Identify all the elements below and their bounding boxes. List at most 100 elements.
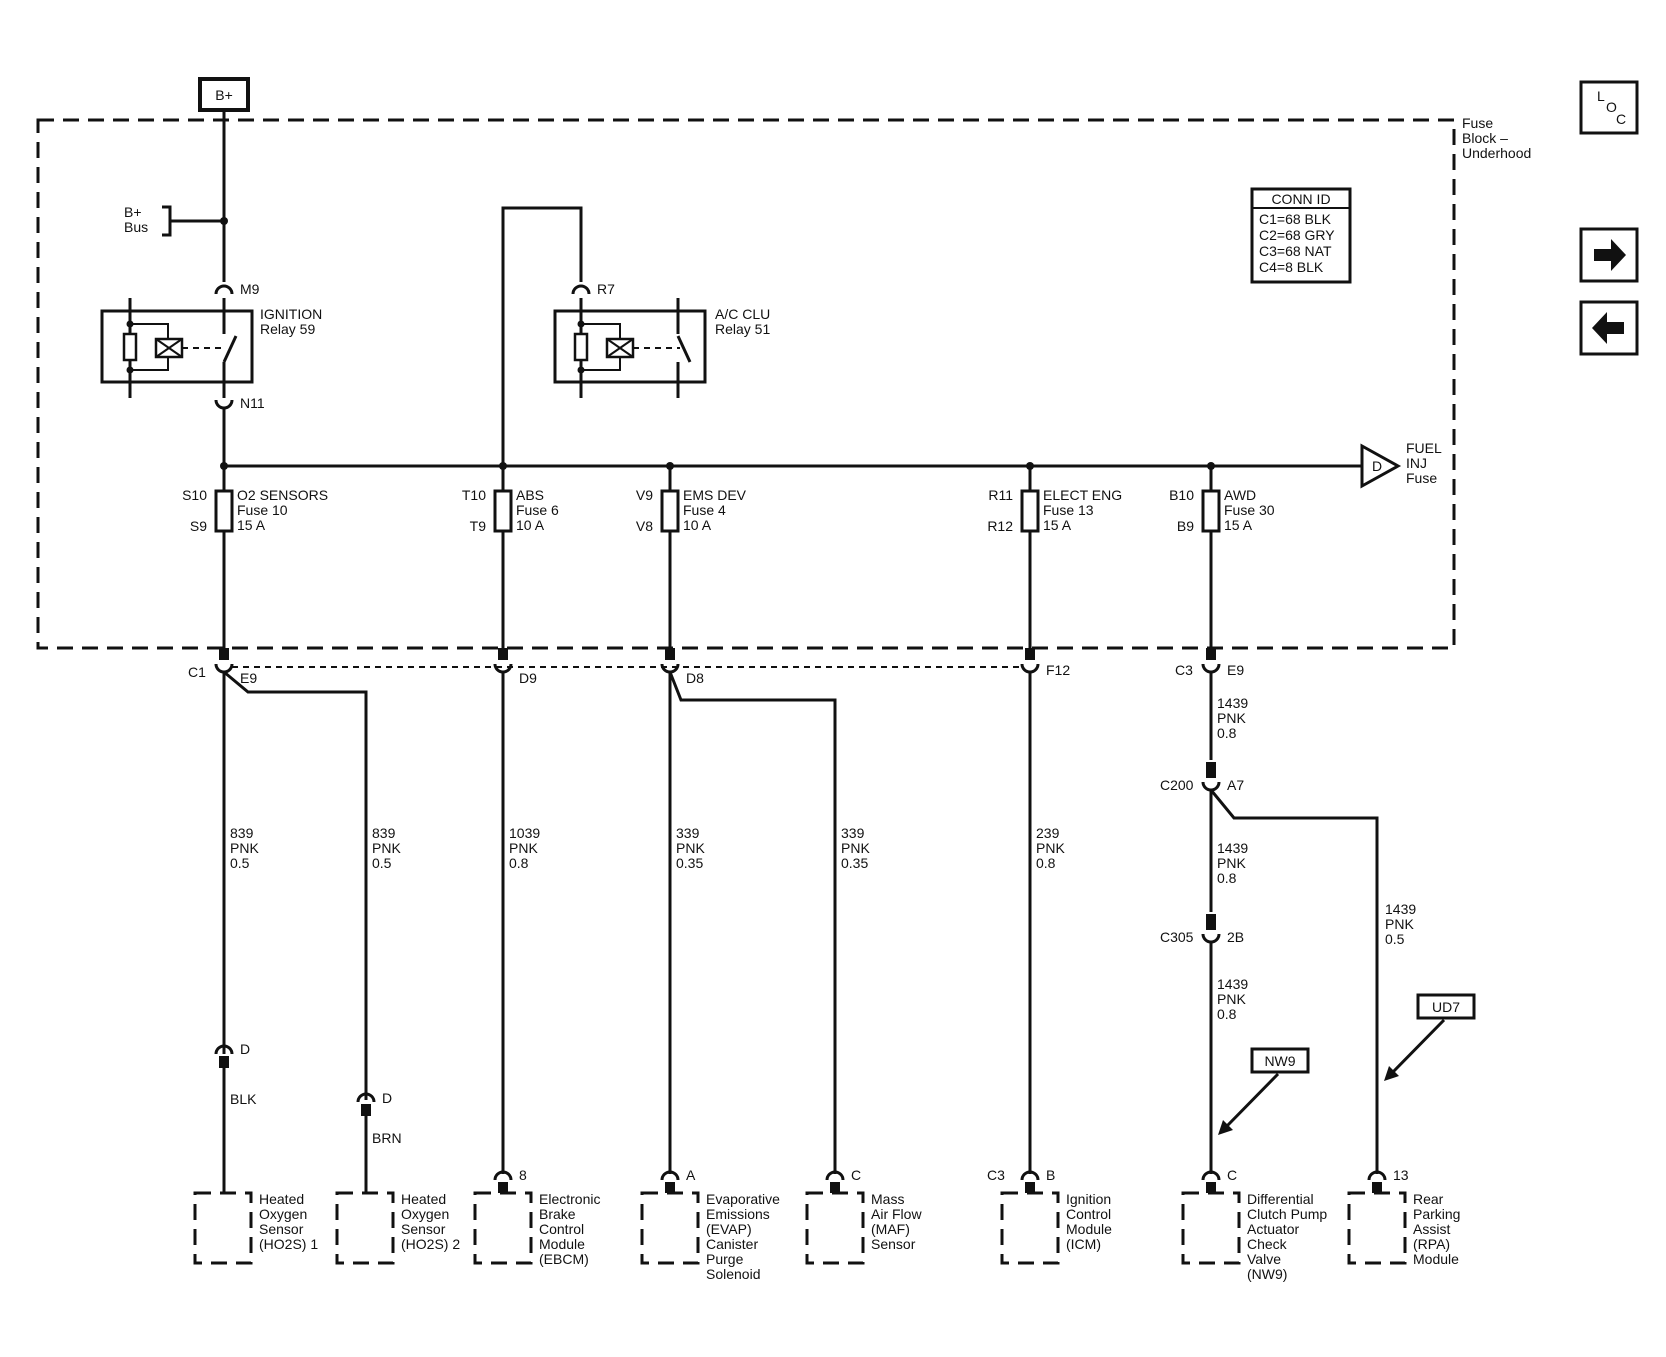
pin-label: A bbox=[686, 1167, 696, 1183]
fuel-inj-label-2: INJ bbox=[1406, 455, 1427, 471]
pin-label: C bbox=[851, 1167, 861, 1183]
fuse-name: ELECT ENG bbox=[1043, 487, 1122, 503]
ac-relay-name: A/C CLU bbox=[715, 306, 770, 322]
wire-label-awd-top: 1439 PNK 0.8 bbox=[1217, 695, 1248, 741]
component-evap: A Evaporative Emissions (EVAP) Canister … bbox=[640, 1167, 780, 1282]
component-label-line: Module bbox=[1066, 1221, 1112, 1237]
bplus-bus-bracket bbox=[162, 205, 172, 237]
next-page-button[interactable] bbox=[1579, 227, 1639, 283]
wire-color: PNK bbox=[841, 840, 870, 856]
component-label-line: Sensor bbox=[871, 1236, 916, 1252]
wire-label-awd-low: 1439 PNK 0.8 bbox=[1217, 976, 1248, 1022]
wire-color: PNK bbox=[1036, 840, 1065, 856]
ground-wire-color: BRN bbox=[372, 1130, 402, 1146]
wire-ho2s2 bbox=[223, 670, 368, 1100]
ac-relay-feed-wire bbox=[501, 206, 583, 466]
fuse-block-label-line3: Underhood bbox=[1462, 145, 1531, 161]
ac-relay-resistor-icon bbox=[573, 332, 589, 362]
fuse-name: AWD bbox=[1224, 487, 1256, 503]
component-label-line: (EBCM) bbox=[539, 1251, 589, 1267]
component-label-line: Check bbox=[1247, 1236, 1288, 1252]
wire-gauge: 0.8 bbox=[1217, 870, 1237, 886]
fuse-rating: 15 A bbox=[237, 517, 266, 533]
conn-pin: D9 bbox=[519, 670, 537, 686]
previous-page-button[interactable] bbox=[1579, 300, 1639, 356]
fuse-block-boundary bbox=[36, 118, 1456, 650]
ho2s1-pin-d: D BLK bbox=[214, 1041, 257, 1193]
wire-color: PNK bbox=[1217, 855, 1246, 871]
bplus-bus-splice bbox=[220, 217, 228, 225]
location-button[interactable]: L O C bbox=[1579, 80, 1639, 135]
wire-circuit: 1439 bbox=[1217, 695, 1248, 711]
ignition-relay-pin-n11-icon bbox=[214, 399, 234, 410]
fuse-awd: B10 B9 AWD Fuse 30 15 A bbox=[1169, 466, 1275, 648]
fuel-inj-pin: D bbox=[1372, 458, 1382, 474]
wire-label-ebcm: 1039 PNK 0.8 bbox=[509, 825, 540, 871]
component-rpa-module: 13 Rear Parking Assist (RPA) Module bbox=[1347, 1167, 1460, 1267]
pin-label: D bbox=[240, 1041, 250, 1057]
conn-pin: 2B bbox=[1227, 929, 1244, 945]
ignition-relay-pin-n11: N11 bbox=[240, 395, 265, 411]
wire-label-evap: 339 PNK 0.35 bbox=[676, 825, 705, 871]
fuse-pin-in: R11 bbox=[988, 487, 1013, 503]
bplus-label: B+ bbox=[215, 87, 233, 103]
wire-color: PNK bbox=[230, 840, 259, 856]
wire-circuit: 1039 bbox=[509, 825, 540, 841]
wire-gauge: 0.5 bbox=[372, 855, 392, 871]
fuse-pin-in: B10 bbox=[1169, 487, 1194, 503]
fuse-block-label-line2: Block – bbox=[1462, 130, 1508, 146]
fuse-pin-out: V8 bbox=[636, 518, 653, 534]
fuse-pin-out: T9 bbox=[470, 518, 487, 534]
component-label-line: (EVAP) bbox=[706, 1221, 752, 1237]
fuse-number: Fuse 6 bbox=[516, 502, 559, 518]
connector-c305: C305 2B bbox=[1160, 914, 1244, 945]
component-label-line: Assist bbox=[1413, 1221, 1450, 1237]
component-maf: C Mass Air Flow (MAF) Sensor bbox=[805, 1167, 922, 1265]
component-clutch-pump-valve: C Differential Clutch Pump Actuator Chec… bbox=[1181, 1167, 1327, 1282]
conn-pin: E9 bbox=[1227, 662, 1244, 678]
wire-label-ho2s2: 839 PNK 0.5 bbox=[372, 825, 401, 871]
conn-label: C3 bbox=[1175, 662, 1193, 678]
fuse-pin-in: T10 bbox=[462, 487, 486, 503]
conn-label: C200 bbox=[1160, 777, 1194, 793]
component-label-line: Sensor bbox=[401, 1221, 446, 1237]
component-label-line: Differential bbox=[1247, 1191, 1314, 1207]
wire-label-rpa: 1439 PNK 0.5 bbox=[1385, 901, 1416, 947]
fuse-rating: 15 A bbox=[1224, 517, 1253, 533]
fuel-inj-arrow-icon bbox=[1360, 443, 1402, 489]
fuse-elect-eng: R11 R12 ELECT ENG Fuse 13 15 A bbox=[987, 466, 1122, 648]
ignition-relay-pin-m9-icon bbox=[214, 284, 234, 295]
ac-relay-sub: Relay 51 bbox=[715, 321, 770, 337]
component-ho2s1: Heated Oxygen Sensor (HO2S) 1 bbox=[193, 1191, 318, 1265]
location-letter-l: L bbox=[1597, 88, 1605, 104]
ignition-relay-node-b bbox=[126, 366, 134, 374]
component-label-line: Module bbox=[1413, 1251, 1459, 1267]
fuse-number: Fuse 10 bbox=[237, 502, 288, 518]
ignition-relay-switch-icon bbox=[222, 335, 238, 363]
wire-circuit: 839 bbox=[230, 825, 254, 841]
wire-gauge: 0.5 bbox=[230, 855, 250, 871]
conn-pin: F12 bbox=[1046, 662, 1070, 678]
fuse-number: Fuse 4 bbox=[683, 502, 726, 518]
wire-maf bbox=[668, 671, 837, 1174]
component-label-line: Electronic bbox=[539, 1191, 600, 1207]
wire-color: PNK bbox=[1217, 991, 1246, 1007]
wire-gauge: 0.8 bbox=[1217, 725, 1237, 741]
wire-gauge: 0.8 bbox=[509, 855, 529, 871]
component-label-line: Clutch Pump bbox=[1247, 1206, 1327, 1222]
ground-wire-color: BLK bbox=[230, 1091, 257, 1107]
fuse-icon bbox=[493, 489, 513, 533]
component-label-line: Sensor bbox=[259, 1221, 304, 1237]
component-label-line: Solenoid bbox=[706, 1266, 761, 1282]
fuse-number: Fuse 13 bbox=[1043, 502, 1094, 518]
component-label-line: (MAF) bbox=[871, 1221, 910, 1237]
component-label-line: Parking bbox=[1413, 1206, 1460, 1222]
bplus-bus-label-1: B+ bbox=[124, 204, 142, 220]
component-label-line: Brake bbox=[539, 1206, 576, 1222]
component-label-line: Actuator bbox=[1247, 1221, 1299, 1237]
connector-d9: D9 bbox=[493, 648, 537, 686]
ignition-relay-pin-m9: M9 bbox=[240, 281, 260, 297]
wire-label-awd-mid: 1439 PNK 0.8 bbox=[1217, 840, 1248, 886]
ac-relay-switch-icon bbox=[676, 335, 692, 363]
component-label-line: Ignition bbox=[1066, 1191, 1111, 1207]
